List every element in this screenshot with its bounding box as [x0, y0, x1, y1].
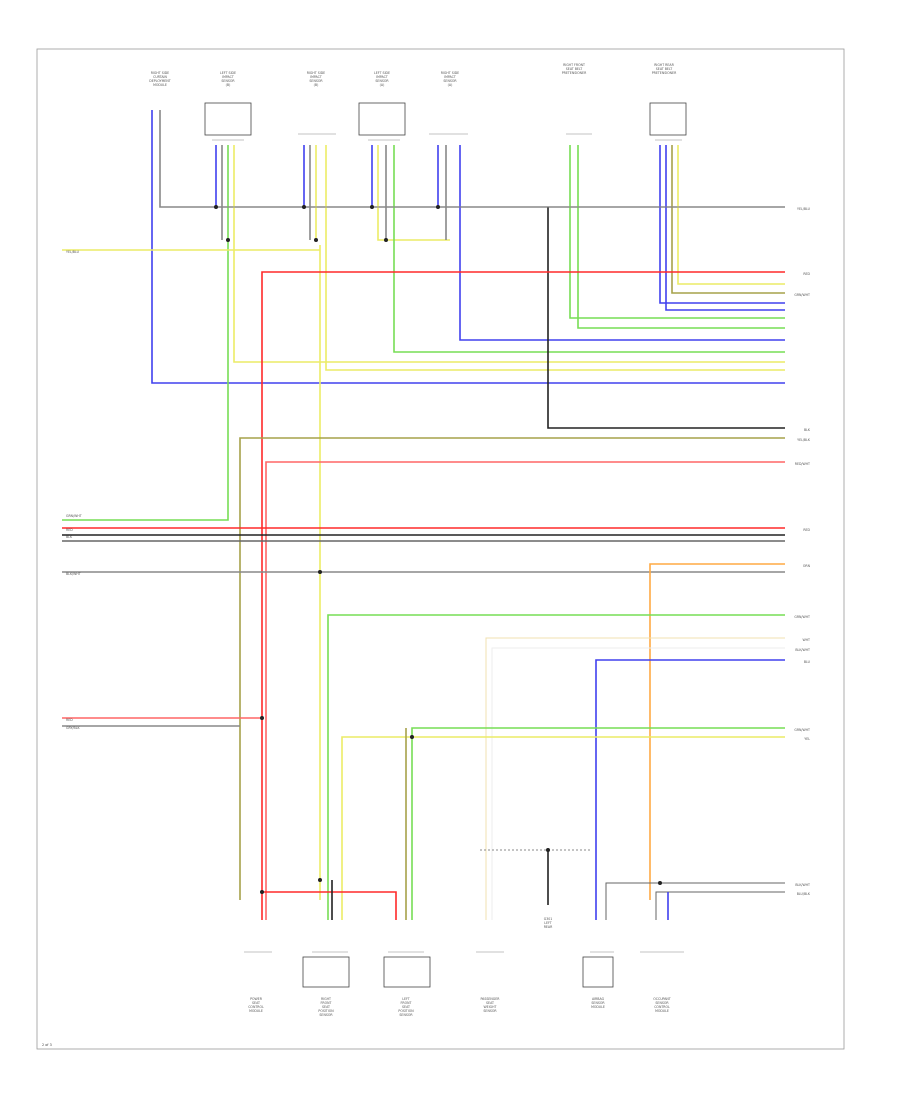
- wire: [393, 145, 785, 353]
- wire: [151, 110, 785, 384]
- wire-label: BLK/WHT: [795, 648, 810, 652]
- wire: [262, 891, 397, 920]
- wire: [459, 145, 785, 341]
- wire-label: BLK: [66, 535, 73, 539]
- wire-label: ORN: [803, 564, 811, 568]
- page-reference: 2 of 3: [42, 1043, 52, 1047]
- top-connectors: [212, 133, 682, 141]
- component-box: [204, 102, 252, 136]
- wire: [62, 145, 229, 521]
- wire-label: BLK: [804, 428, 811, 432]
- wire-label: YEL/BLU: [66, 250, 80, 254]
- component-box: [302, 956, 350, 988]
- wire: [341, 736, 785, 920]
- wire-label: RED: [803, 272, 810, 276]
- diagram-frame: [36, 48, 845, 1050]
- wire-label: BLK/WHT: [795, 883, 810, 887]
- wire: [239, 437, 785, 900]
- wire: [411, 727, 785, 920]
- wire-label: RED/WHT: [795, 462, 810, 466]
- wire-label: RED: [803, 528, 810, 532]
- wire-label: BLU: [804, 660, 811, 664]
- bottom-component-boxes: [302, 956, 614, 988]
- wire: [327, 614, 785, 920]
- wire-label: WHT: [803, 638, 811, 642]
- component-box: [649, 102, 687, 136]
- wire-group: [62, 110, 785, 920]
- wire: [265, 461, 785, 920]
- wire: [595, 659, 785, 920]
- wire: [485, 637, 785, 920]
- wire: [325, 145, 785, 371]
- wire: [491, 647, 785, 920]
- wire-label: YEL: [804, 737, 810, 741]
- wire: [659, 145, 785, 304]
- wire-label: YEL/BLU: [797, 207, 811, 211]
- wire-label: BLU/BLK: [797, 892, 811, 896]
- top-component-boxes: [204, 102, 687, 136]
- wire: [671, 145, 785, 294]
- wire-label: GRY/BLK: [66, 726, 80, 730]
- wire-label: BLK/WHT: [66, 572, 81, 576]
- wire: [677, 145, 785, 285]
- wire: [649, 563, 785, 900]
- wire: [377, 145, 450, 241]
- wire: [665, 145, 785, 311]
- wire: [569, 145, 785, 319]
- wire-color-labels: YEL/BLU RED GRN/WHT BLK YEL/BLK RED/WHT …: [794, 207, 811, 896]
- wire-label: RED: [66, 718, 73, 722]
- wire: [577, 145, 785, 329]
- wire-label: YEL/BLK: [797, 438, 811, 442]
- wire: [261, 271, 785, 920]
- wire-label: GRN/WHT: [794, 293, 810, 297]
- wire: [315, 145, 321, 900]
- wire: [605, 882, 785, 920]
- component-box: [582, 956, 614, 988]
- wire: [233, 145, 785, 363]
- wire-label: GRN/WHT: [794, 728, 810, 732]
- wire-label: GRN/WHT: [794, 615, 810, 619]
- component-box: [383, 956, 431, 988]
- wire-label: RED: [66, 528, 73, 532]
- wire: [159, 110, 785, 208]
- wire: [655, 891, 785, 920]
- splice-dots: [214, 205, 662, 894]
- wire: [547, 207, 785, 429]
- wire-color-labels-left: YEL/BLU GRN/WHT RED BLK BLK/WHT RED GRY/…: [66, 250, 82, 730]
- wire-label: GRN/WHT: [66, 514, 82, 518]
- component-box: [358, 102, 406, 136]
